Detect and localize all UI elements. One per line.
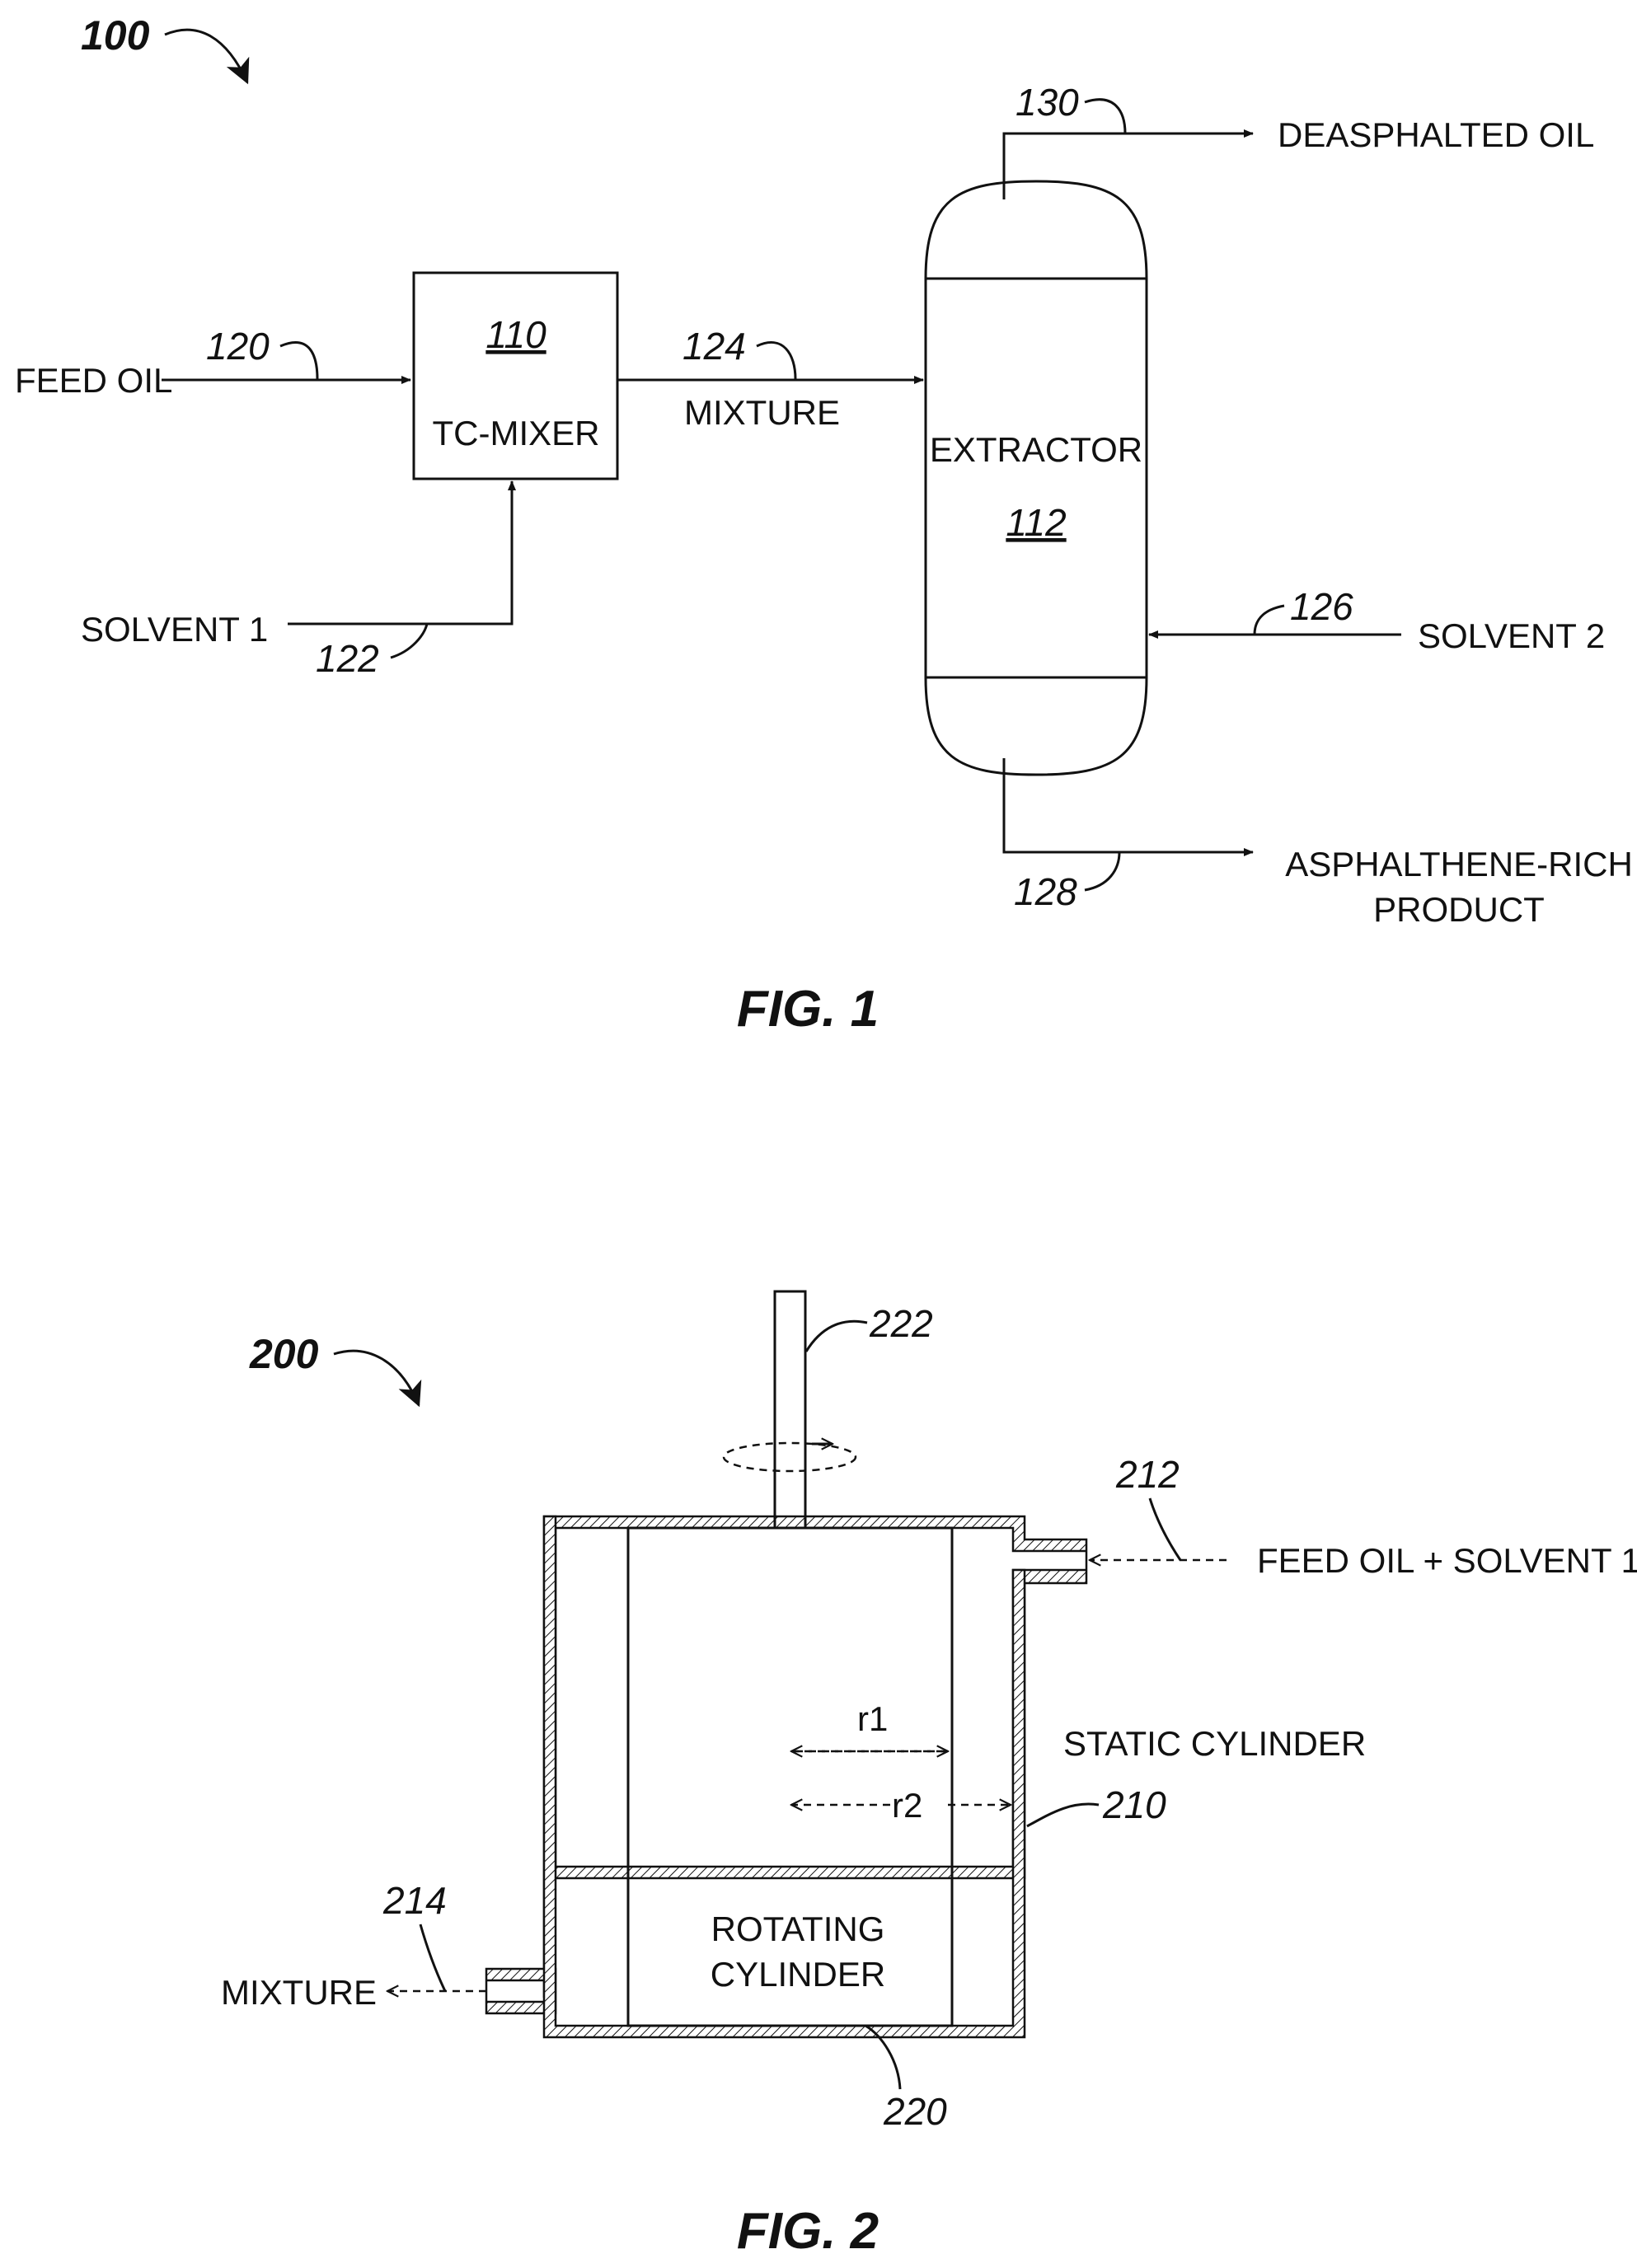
extractor-label: EXTRACTOR [930, 430, 1142, 469]
solvent-2-label: SOLVENT 2 [1418, 616, 1605, 655]
system-ref-200: 200 [249, 1331, 319, 1377]
static-cylinder-label: STATIC CYLINDER [1063, 1724, 1366, 1763]
asphaltene-leader [1085, 852, 1119, 890]
rotating-shaft [775, 1291, 805, 1528]
system-ref-200-arrow [334, 1351, 419, 1405]
tc-mixer-label: TC-MIXER [433, 414, 600, 452]
asphaltene-label-line-1: ASPHALTHENE-RICH [1285, 845, 1633, 883]
outlet-leader [420, 1924, 445, 1991]
inlet-ref: 212 [1115, 1453, 1180, 1496]
outlet-ref: 214 [382, 1879, 447, 1922]
figure-1-caption: FIG. 1 [737, 981, 879, 1038]
rotation-indicator [724, 1443, 856, 1471]
figure-1: 100 110 TC-MIXER FEED OIL 120 SOLVENT 1 … [15, 12, 1633, 1038]
shaft-leader [806, 1321, 867, 1352]
figure-2-caption: FIG. 2 [737, 2203, 879, 2260]
outlet-label: MIXTURE [221, 1973, 377, 2012]
static-cylinder-ref: 210 [1102, 1783, 1166, 1826]
feed-oil-ref: 120 [206, 325, 270, 368]
extractor-ref: 112 [1006, 501, 1066, 544]
solvent-1-ref: 122 [316, 637, 379, 680]
deasphalted-oil-ref: 130 [1016, 81, 1079, 124]
asphaltene-ref: 128 [1014, 870, 1077, 913]
r1-label: r1 [857, 1699, 888, 1738]
solvent-1-label: SOLVENT 1 [81, 610, 268, 649]
system-ref-100: 100 [81, 12, 150, 59]
solvent-2-ref: 126 [1290, 585, 1353, 628]
extractor-vessel [926, 181, 1147, 775]
solvent-1-stream [288, 481, 512, 624]
rotating-cylinder [628, 1528, 952, 2026]
figure-2: 200 222 r1 r2 ROTATING CYLINDER 220 STAT… [221, 1291, 1637, 2260]
feed-oil-leader [280, 343, 317, 379]
rotating-cylinder-label-line-1: ROTATING [711, 1910, 885, 1948]
solvent-1-leader [391, 624, 427, 658]
rotating-cylinder-label-line-2: CYLINDER [711, 1955, 885, 1994]
mixture-ref: 124 [682, 325, 746, 368]
deasphalted-oil-leader [1085, 100, 1125, 134]
mixture-label: MIXTURE [684, 393, 840, 432]
inlet-label: FEED OIL + SOLVENT 1 [1257, 1541, 1637, 1580]
rotating-cylinder-ref: 220 [883, 2090, 947, 2133]
deasphalted-oil-stream [1004, 134, 1253, 199]
r2-label: r2 [892, 1786, 922, 1825]
deasphalted-oil-label: DEASPHALTED OIL [1278, 115, 1594, 154]
system-ref-100-arrow [165, 30, 247, 82]
shaft-ref: 222 [869, 1302, 933, 1345]
asphaltene-stream [1004, 758, 1253, 852]
solvent-2-leader [1255, 606, 1284, 635]
mixture-leader [757, 343, 795, 379]
static-cylinder-leader [1027, 1804, 1099, 1826]
asphaltene-label-line-2: PRODUCT [1373, 890, 1545, 929]
tc-mixer-ref: 110 [485, 313, 546, 356]
inlet-leader [1150, 1498, 1180, 1560]
feed-oil-label: FEED OIL [15, 361, 172, 400]
